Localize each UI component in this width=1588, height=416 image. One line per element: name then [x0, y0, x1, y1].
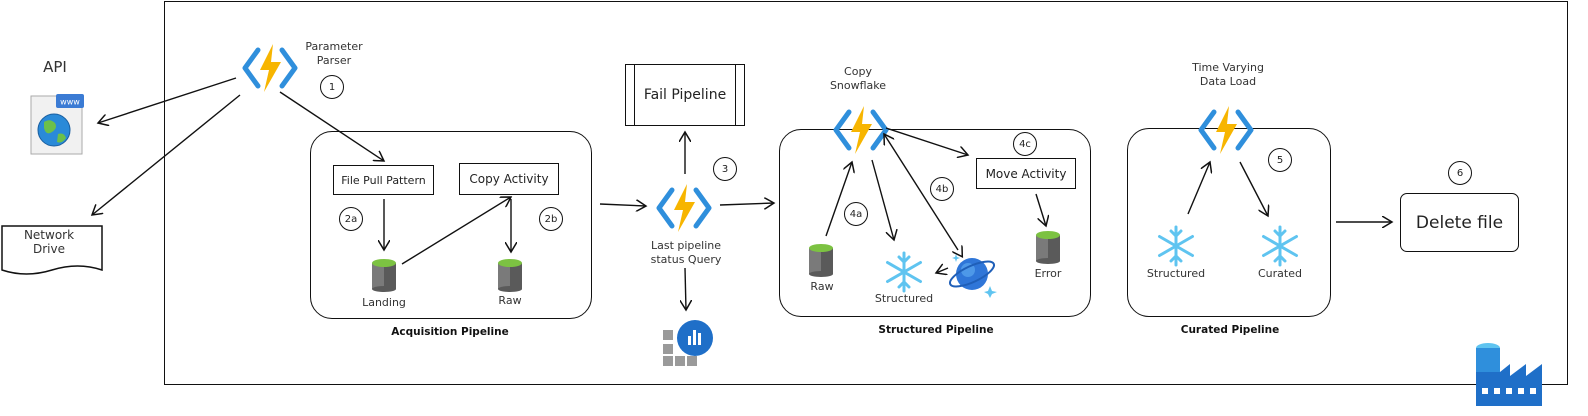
raw-struct-storage-icon: [809, 244, 833, 277]
raw-acq-label: Raw: [498, 294, 522, 307]
curated-snowflake-icon: [1262, 225, 1298, 267]
arrow-copy-snowflake-to-move: [885, 127, 968, 155]
step-4c-badge: 4c: [1013, 132, 1037, 156]
arrow-status-to-structured: [719, 203, 774, 205]
structured-pipeline-box: [779, 129, 1091, 317]
copy-snowflake-function-icon: [833, 106, 889, 154]
copy-activity-label: Copy Activity: [469, 172, 549, 186]
raw-struct-label: Raw: [810, 280, 834, 293]
structured-struct-label: Structured: [874, 292, 934, 305]
web-globe-icon: www: [30, 94, 84, 155]
arrow-structured-to-time-varying: [1187, 162, 1210, 215]
step-3-badge: 3: [713, 157, 737, 181]
error-storage-icon: [1036, 231, 1060, 264]
delete-file-label: Delete file: [1415, 212, 1504, 233]
network-drive-shape[interactable]: [0, 222, 106, 278]
parameter-parser-label: Parameter Parser: [305, 40, 363, 67]
time-varying-function-icon: [1198, 106, 1254, 154]
api-label: API: [43, 58, 67, 76]
fail-pipeline-inner-right: [735, 65, 736, 125]
arrow-time-varying-to-curated: [1239, 161, 1268, 216]
structured-cur-snowflake-icon: [1158, 225, 1194, 267]
arrow-acq-to-status: [599, 204, 646, 206]
curated-pipeline-caption: Curated Pipeline: [1180, 324, 1280, 336]
time-varying-label: Time Varying Data Load: [1192, 61, 1264, 88]
status-query-function-icon: [656, 184, 712, 232]
structured-snowflake-icon: [886, 251, 922, 293]
step-4b-badge: 4b: [930, 177, 954, 201]
curated-label: Curated: [1258, 267, 1302, 280]
arrow-parser-to-network-drive: [92, 94, 241, 215]
network-drive-label: Network Drive: [23, 228, 75, 256]
copy-snowflake-label: Copy Snowflake: [829, 65, 887, 92]
error-label: Error: [1034, 267, 1062, 280]
acquisition-pipeline-box: [310, 131, 592, 319]
structured-cur-label: Structured: [1146, 267, 1206, 280]
delete-file-box[interactable]: Delete file: [1400, 193, 1519, 252]
arrow-move-to-error: [1035, 193, 1046, 226]
arrow-cosmos-to-structured: [936, 268, 949, 273]
step-4a-badge: 4a: [844, 202, 868, 226]
arrow-parser-to-file-pull: [279, 91, 384, 161]
step-2a-badge: 2a: [339, 207, 363, 231]
file-pull-pattern-label: File Pull Pattern: [341, 173, 426, 187]
last-pipeline-status-label: Last pipeline status Query: [650, 239, 722, 266]
step-6-badge: 6: [1448, 161, 1472, 185]
arrow-cosmos-copy-snowflake: [884, 134, 958, 250]
move-activity-label: Move Activity: [985, 166, 1067, 181]
step-1-badge: 1: [320, 75, 344, 99]
arrow-raw-to-copy-snowflake: [825, 162, 852, 237]
arrow-parser-to-api: [98, 77, 237, 123]
landing-storage-icon: [372, 259, 396, 292]
landing-label: Landing: [362, 296, 406, 309]
fail-pipeline-label: Fail Pipeline: [643, 87, 727, 103]
fail-pipeline-inner-left: [634, 65, 635, 125]
outer-frame: [164, 1, 1568, 385]
cosmos-db-icon: [948, 254, 997, 298]
fail-pipeline-box[interactable]: Fail Pipeline: [625, 64, 745, 126]
step-5-badge: 5: [1268, 148, 1292, 172]
data-factory-icon: [1476, 343, 1542, 406]
raw-acq-storage-icon: [498, 259, 522, 292]
log-analytics-icon: [663, 320, 713, 366]
structured-pipeline-caption: Structured Pipeline: [878, 324, 994, 336]
arrow-landing-to-copy-activity: [401, 197, 511, 265]
step-2b-badge: 2b: [539, 207, 563, 231]
file-pull-pattern-box[interactable]: File Pull Pattern: [333, 165, 434, 195]
copy-activity-box[interactable]: Copy Activity: [459, 163, 559, 195]
arrow-status-to-insights: [685, 267, 686, 310]
svg-text:www: www: [60, 98, 80, 107]
arrow-copy-snowflake-to-structured: [871, 159, 894, 240]
move-activity-box[interactable]: Move Activity: [976, 158, 1076, 189]
parameter-parser-function-icon: [242, 44, 298, 92]
acquisition-pipeline-caption: Acquisition Pipeline: [391, 326, 509, 338]
